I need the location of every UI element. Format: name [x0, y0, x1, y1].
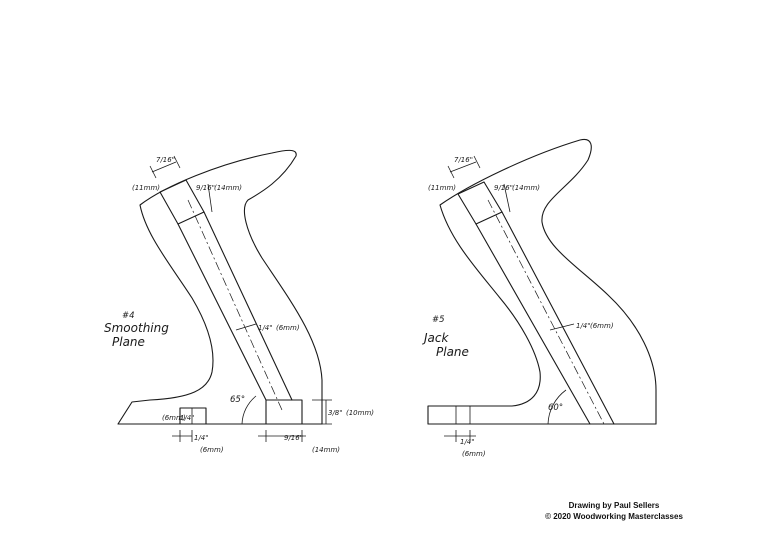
jack-top-width-dimension [449, 161, 477, 173]
base-height-mm-label: (10mm) [346, 409, 374, 417]
jack-toe-bottom-mm-label: (6mm) [462, 450, 486, 458]
top-depth-mm-label: (14mm) [214, 184, 242, 192]
jack-bed-angle-label: 60° [548, 403, 563, 413]
jack-top-width-tick-b [473, 155, 481, 169]
jack-slot-line-front [501, 211, 615, 425]
jack-slot-centerline [487, 199, 605, 425]
jack-top-depth-mm-label: (14mm) [512, 184, 540, 192]
toe-mortise-box [179, 407, 207, 425]
jack-plane-outline [427, 138, 657, 425]
smoothing-plane-diagram: #4 Smoothing Plane 65° 7/16" (11mm) 9/16… [104, 149, 374, 454]
jack-slot-width-leader [549, 323, 575, 331]
jack-top-width-inch-label: 7/16" [454, 156, 473, 164]
plane-number-label: #4 [122, 311, 135, 321]
jack-toe-bottom-inch-label: 1/4" [460, 438, 475, 446]
top-depth-dimension [207, 183, 213, 213]
slot-line-front [203, 211, 293, 401]
top-width-dimension [151, 161, 177, 173]
smoothing-plane-outline [117, 149, 323, 425]
toe-inch-label: 1/4" [180, 414, 195, 422]
base-height-inch-label: 3/8" [328, 409, 343, 417]
angle-arc-60 [547, 389, 567, 425]
jack-top-width-tick-a [447, 165, 455, 179]
slot-width-mm-label: (6mm) [276, 324, 300, 332]
toe-mm-label: (6mm) [162, 414, 186, 422]
jack-number-label: #5 [432, 315, 445, 325]
top-width-tick-b [173, 155, 181, 169]
slot-width-leader [235, 323, 257, 331]
top-depth-inch-label: 9/16" [196, 184, 215, 192]
slot-centerline [187, 199, 283, 411]
slot-line-back [177, 223, 267, 401]
jack-plane-diagram: #5 Jack Plane 60° 7/16" (11mm) 9/16" (14… [422, 138, 657, 458]
credit-author: Drawing by Paul Sellers [568, 501, 660, 510]
jack-name-line2: Plane [436, 345, 469, 359]
jack-top-depth-inch-label: 9/16" [494, 184, 513, 192]
plane-name-line1: Smoothing [104, 321, 169, 335]
jack-slot-width-mm-label: (6mm) [590, 322, 614, 330]
toe-bottom-mm-label: (6mm) [200, 446, 224, 454]
top-width-mm-label: (11mm) [132, 184, 160, 192]
jack-slot-width-inch-label: 1/4" [576, 322, 591, 330]
jack-name-line1: Jack [422, 331, 449, 345]
top-width-inch-label: 7/16" [156, 156, 175, 164]
credit-copyright: © 2020 Woodworking Masterclasses [545, 512, 683, 521]
heel-mortise-box [265, 399, 303, 425]
heel-mm-label: (14mm) [312, 446, 340, 454]
plane-name-line2: Plane [112, 335, 145, 349]
toe-bottom-inch-label: 1/4" [194, 434, 209, 442]
slot-width-inch-label: 1/4" [258, 324, 273, 332]
top-width-tick-a [149, 165, 157, 179]
jack-slot-line-back [475, 223, 591, 425]
drawing-credit: Drawing by Paul Sellers © 2020 Woodworki… [494, 500, 734, 522]
jack-top-depth-dimension [503, 183, 511, 213]
jack-top-width-mm-label: (11mm) [428, 184, 456, 192]
bed-angle-label: 65° [230, 395, 245, 405]
heel-inch-label: 9/16" [284, 434, 303, 442]
angle-arc-65 [241, 395, 257, 425]
